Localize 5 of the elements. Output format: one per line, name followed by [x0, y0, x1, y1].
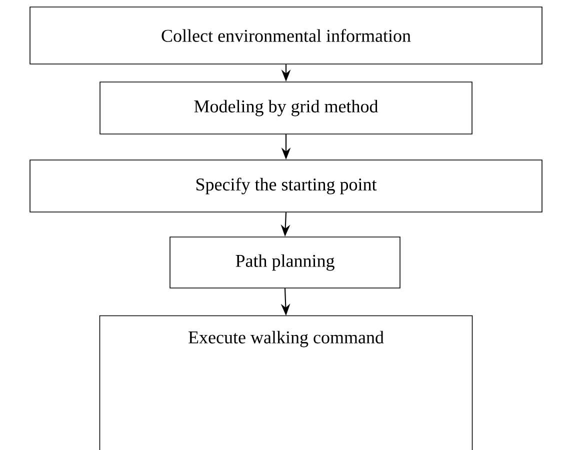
process-box: Execute walking command	[99, 315, 473, 450]
process-box: Collect environmental information	[30, 6, 542, 64]
process-box: Modeling by grid method	[100, 82, 472, 134]
process-box: Specify the starting point	[30, 160, 542, 212]
process-box: Path planning	[170, 236, 400, 288]
